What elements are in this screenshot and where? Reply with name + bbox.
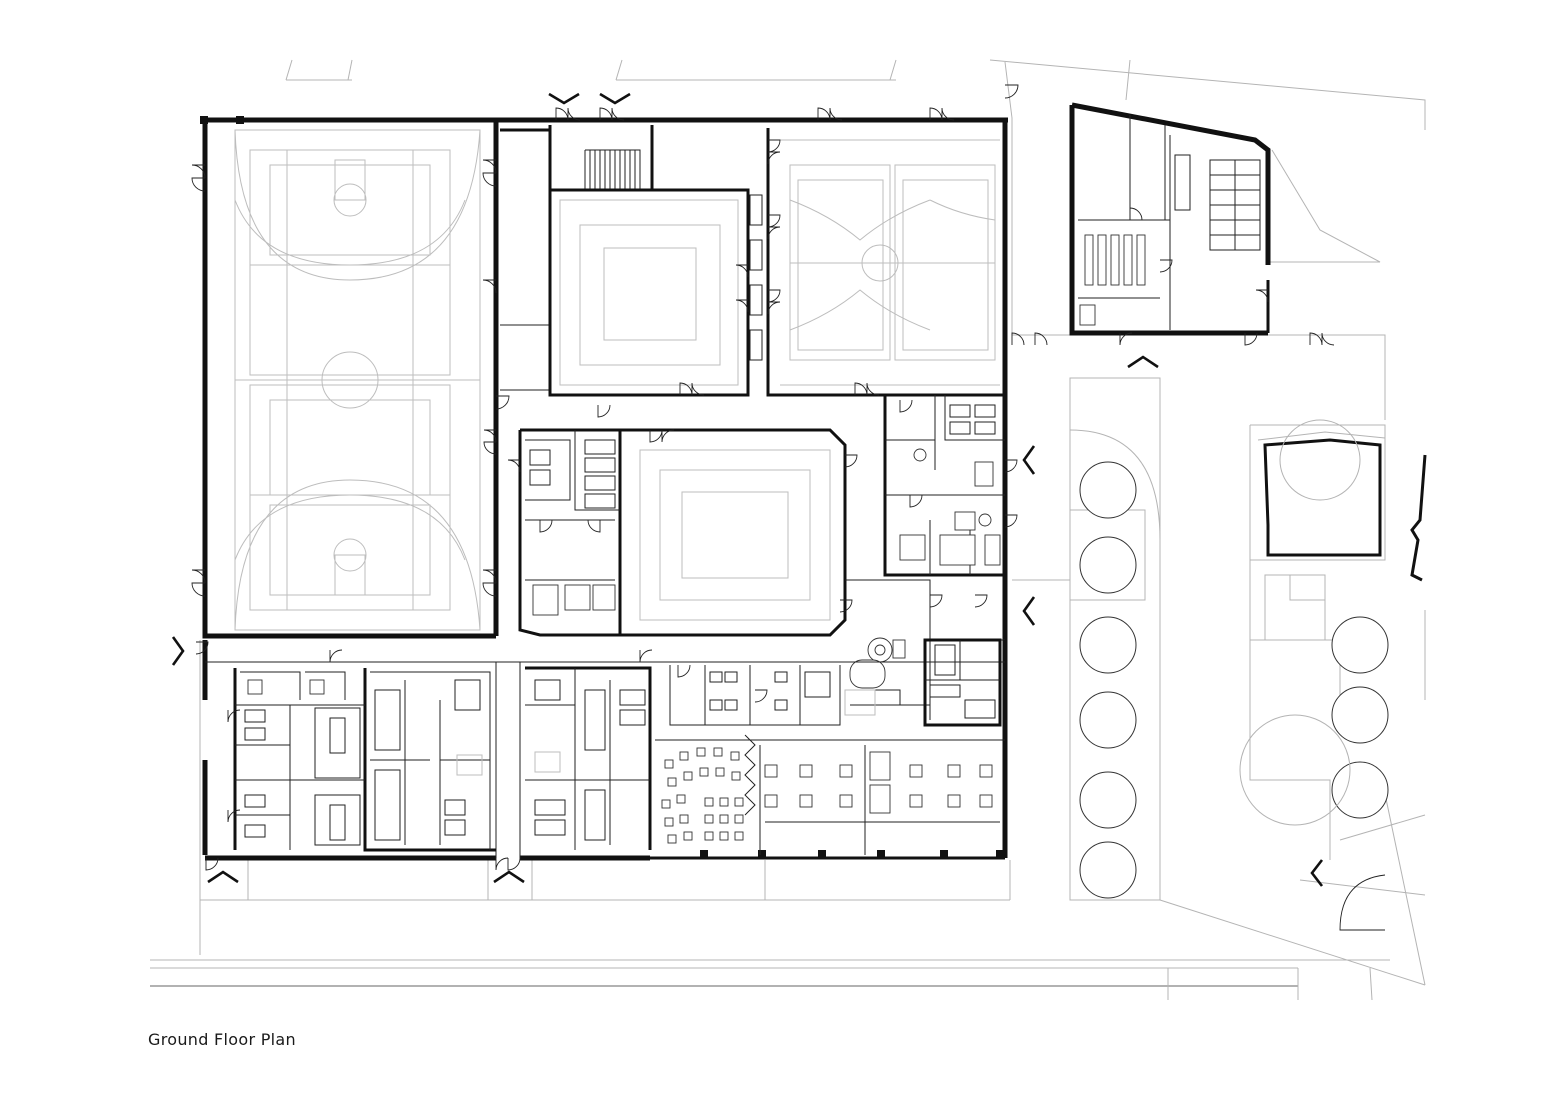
changing-rooms-west <box>227 668 496 852</box>
courts-northeast <box>766 120 1008 640</box>
entrance-arrow-annex <box>1127 355 1159 369</box>
trees <box>1011 332 1389 931</box>
entrance-arrows <box>171 92 1324 887</box>
entrance-arrow-garden <box>1310 859 1324 887</box>
studio-north <box>548 188 763 397</box>
plan-caption: Ground Floor Plan <box>148 1030 296 1049</box>
entrance-arrow-east-2 <box>1022 596 1036 626</box>
north-core <box>495 107 1008 410</box>
sports-hall <box>191 116 550 639</box>
foyer <box>839 579 1005 720</box>
south-block <box>195 640 1008 871</box>
kitchen <box>923 638 1002 727</box>
entrance-arrow-north-2 <box>599 92 631 105</box>
cafe-seating <box>655 734 1005 855</box>
annex-building <box>1004 84 1271 346</box>
wc-block-west <box>483 404 620 637</box>
wc-block-south <box>669 664 841 726</box>
studio-central <box>618 428 858 637</box>
entrance-arrow-north-1 <box>548 92 580 105</box>
changing-rooms-east <box>525 666 652 850</box>
entrance-arrow-south-2 <box>493 870 525 884</box>
entrance-arrow-west <box>171 636 185 666</box>
entrance-arrow-east-1 <box>1022 445 1036 475</box>
offices-east <box>883 395 1018 577</box>
entrance-arrow-south-1 <box>207 870 239 884</box>
